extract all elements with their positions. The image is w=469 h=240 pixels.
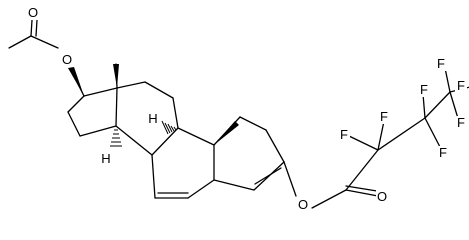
svg-text:O: O — [377, 189, 387, 204]
wedge-bond — [113, 64, 119, 88]
bond — [345, 185, 378, 192]
bond — [187, 179, 215, 199]
svg-text:O: O — [298, 197, 308, 212]
bond — [422, 93, 426, 119]
bond — [177, 127, 215, 146]
bond — [79, 125, 117, 137]
wedge-bond — [214, 121, 239, 145]
atom-label-o: O — [297, 197, 309, 212]
bond — [424, 117, 441, 148]
bond — [30, 35, 59, 49]
bond — [311, 189, 347, 209]
atom-label-h: H — [147, 111, 159, 126]
atom-label-f: F — [455, 115, 467, 130]
bond — [115, 125, 153, 156]
svg-text:F: F — [380, 109, 388, 124]
atom-label-f: F — [455, 78, 467, 93]
svg-text:F: F — [420, 82, 428, 97]
bond — [283, 161, 297, 197]
bond — [30, 19, 33, 37]
svg-text:O: O — [28, 5, 38, 20]
svg-text:F: F — [340, 127, 348, 142]
atom-label-f: F — [338, 127, 350, 142]
svg-text:F: F — [457, 115, 465, 130]
atom-labels: O O H H O O F F — [27, 5, 467, 212]
bond — [115, 87, 118, 127]
bond — [424, 91, 451, 119]
wedge-bond — [68, 67, 84, 96]
atom-label-o: O — [376, 189, 388, 204]
bond — [377, 117, 426, 151]
atom-label-h: H — [100, 151, 112, 166]
svg-text:F: F — [439, 145, 447, 160]
atom-label-f: F — [378, 109, 390, 124]
bond — [151, 127, 179, 156]
svg-text:F: F — [457, 78, 465, 93]
bond — [151, 154, 156, 199]
svg-text:H: H — [148, 111, 157, 126]
bond — [377, 120, 385, 151]
bond — [345, 149, 379, 191]
hashed-bond — [110, 129, 122, 147]
bond — [83, 87, 118, 97]
atom-label-f: F — [437, 145, 449, 160]
svg-text:H: H — [101, 151, 110, 166]
bond — [67, 111, 81, 137]
bond — [348, 135, 379, 151]
atom-label-o: O — [27, 5, 39, 20]
hashed-bond — [161, 120, 177, 135]
bond — [116, 81, 146, 89]
stereo-bonds — [68, 64, 239, 147]
bond — [345, 189, 379, 197]
structure-diagram: O O H H O O F F — [8, 5, 469, 212]
svg-text:O: O — [62, 52, 72, 67]
bond — [254, 167, 282, 185]
bond — [444, 67, 451, 93]
bond — [239, 116, 267, 131]
bond — [144, 81, 174, 99]
bond — [213, 179, 255, 191]
svg-text:F: F — [437, 56, 445, 71]
bond — [172, 97, 179, 129]
bond — [265, 129, 285, 163]
bond — [8, 35, 32, 49]
bond-lines — [8, 19, 469, 209]
bond — [35, 19, 38, 37]
atom-label-o: O — [61, 52, 73, 67]
atom-label-f: F — [418, 82, 430, 97]
atom-label-f: F — [435, 56, 447, 71]
bond — [67, 95, 85, 113]
